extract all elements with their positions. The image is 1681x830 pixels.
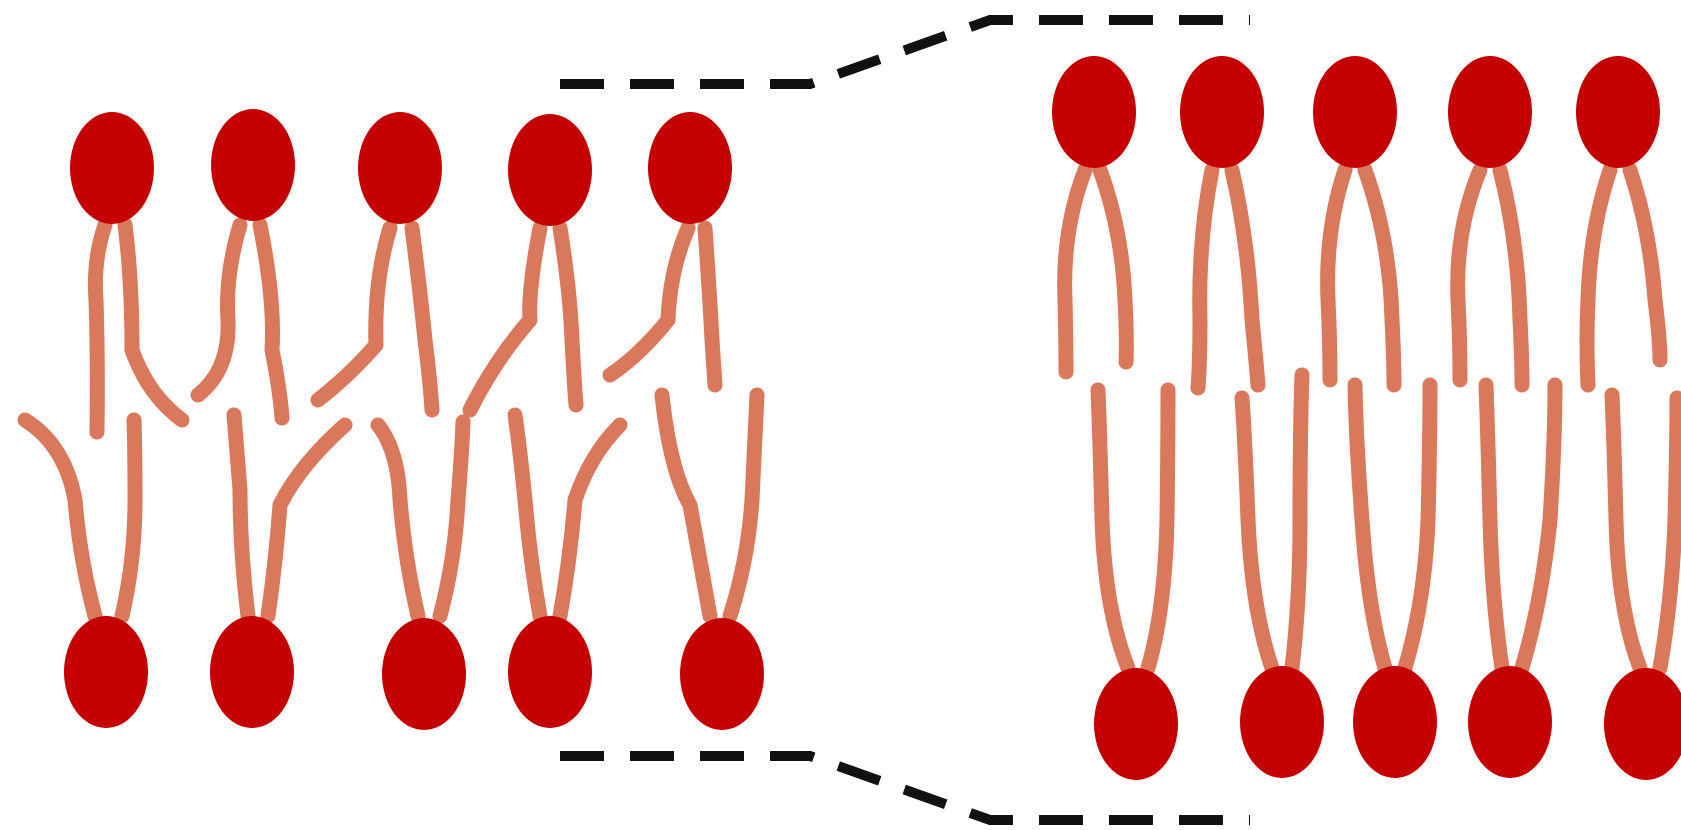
lipid-tail — [1057, 162, 1093, 380]
lipid — [310, 112, 442, 418]
right-top-leaflet — [1052, 56, 1668, 396]
lipid-head — [1448, 56, 1532, 168]
lipid-tail — [1224, 162, 1266, 393]
lipid-head — [1094, 668, 1178, 780]
lipid-head — [64, 616, 148, 728]
lipid-tail — [370, 417, 426, 624]
lipid-head — [1313, 56, 1397, 168]
lipid-tail — [552, 220, 584, 413]
lipid-tail — [1320, 162, 1353, 388]
lipid — [462, 114, 592, 418]
lipid — [1347, 377, 1438, 778]
lipid-tail — [260, 417, 353, 624]
lipid-tail — [1284, 367, 1310, 676]
lipid-tail — [507, 407, 548, 624]
lipid-tail — [1450, 162, 1488, 388]
lipid-head — [508, 114, 592, 226]
lipid-tail — [252, 217, 290, 426]
lipid-tail — [226, 407, 256, 624]
lipid-tail — [87, 217, 113, 440]
lipid-tail — [1492, 162, 1530, 393]
lipid — [1604, 387, 1681, 780]
lipid — [1052, 56, 1136, 380]
lipid — [1448, 56, 1532, 393]
lipid — [17, 412, 148, 728]
lipid — [507, 407, 628, 728]
lipid-tail — [1090, 382, 1136, 676]
left-top-leaflet — [70, 109, 732, 440]
lipid-head — [211, 109, 295, 221]
lipid-head — [382, 618, 466, 730]
lipid-tail — [114, 412, 143, 624]
lipid — [654, 387, 765, 730]
lipid-head — [1052, 56, 1136, 168]
lipid-tail — [602, 220, 696, 383]
right-bilayer — [1052, 56, 1681, 780]
lipid-head — [1604, 668, 1681, 780]
lipid — [1180, 56, 1266, 396]
left-bottom-leaflet — [17, 387, 765, 730]
lipid — [190, 109, 295, 426]
lipid-tail — [1347, 377, 1393, 676]
dashed-connectors — [560, 15, 1250, 825]
lipid-tail — [190, 217, 248, 403]
lipid-tail — [117, 217, 190, 428]
lipid-head — [680, 618, 764, 730]
lipid-head — [1180, 56, 1264, 168]
lipid-tail — [1579, 162, 1618, 393]
right-bottom-leaflet — [1090, 367, 1681, 780]
lipid — [70, 112, 190, 440]
lipid — [1468, 377, 1563, 778]
lipid-head — [210, 616, 294, 728]
lipid — [210, 407, 353, 728]
lipid-tail — [1622, 162, 1668, 368]
lipid — [1234, 367, 1324, 778]
top-dashed-outline — [560, 15, 1250, 89]
lipid-tail — [1190, 162, 1220, 396]
lipid-tail — [552, 417, 628, 624]
lipid — [1090, 382, 1178, 780]
lipid-tail — [1652, 390, 1681, 676]
lipid-tail — [404, 220, 440, 418]
lipid-tail — [1357, 162, 1402, 393]
lipid — [1313, 56, 1402, 393]
lipid-tail — [1397, 377, 1438, 676]
lipid-head — [1240, 666, 1324, 778]
lipid-tail — [697, 220, 723, 393]
lipid-tail — [462, 220, 548, 418]
lipid-tail — [1514, 377, 1563, 676]
lipid-tail — [654, 387, 718, 624]
lipid-head — [648, 112, 732, 224]
lipid-head — [358, 112, 442, 224]
bottom-dashed-outline — [560, 751, 1250, 825]
lipid-head — [1576, 56, 1660, 168]
lipid — [602, 112, 732, 393]
lipid-head — [1468, 666, 1552, 778]
lipid — [1576, 56, 1668, 393]
lipid-tail — [310, 220, 398, 408]
left-bilayer — [17, 109, 765, 730]
lipid-head — [508, 616, 592, 728]
lipid-tail — [1478, 377, 1510, 676]
lipid-tail — [1092, 162, 1134, 370]
lipid-tail — [1234, 390, 1280, 676]
lipid — [370, 414, 471, 730]
lipid-tail — [432, 414, 471, 624]
lipid-tail — [1604, 387, 1648, 676]
lipid-head — [1353, 666, 1437, 778]
lipid-head — [70, 112, 154, 224]
lipid-tail — [1140, 382, 1176, 676]
lipid-tail — [17, 412, 103, 624]
lipid-tail — [722, 387, 765, 624]
